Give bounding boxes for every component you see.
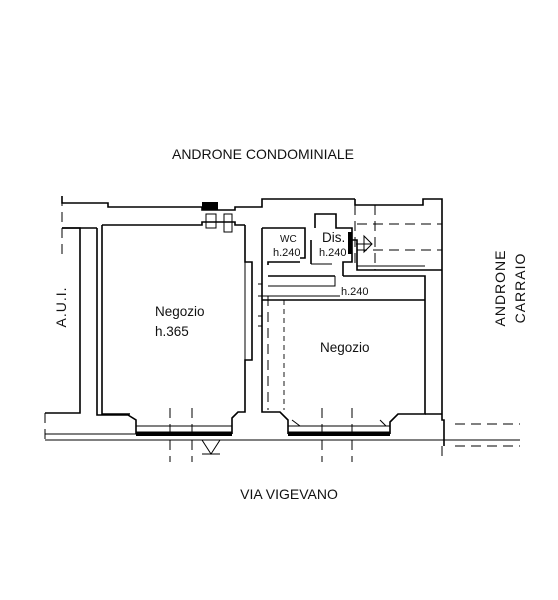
top-label: ANDRONE CONDOMINIALE: [172, 146, 354, 162]
window-right-sill: [288, 432, 390, 436]
right-label-line2: CARRAIO: [512, 253, 528, 324]
window-left-sill: [136, 432, 232, 436]
wc-height: h.240: [273, 247, 301, 259]
wc-name: WC: [280, 234, 297, 245]
column-dis: [348, 232, 352, 254]
column-box-2: [223, 213, 233, 233]
dashed-lines: [44, 196, 520, 462]
window-right: [287, 425, 391, 433]
entry-markers: [201, 234, 373, 455]
shop-left-name: Negozio: [155, 304, 205, 319]
shop-right-name: Negozio: [320, 340, 370, 355]
storefront-windows: [135, 419, 391, 433]
window-left: [135, 425, 233, 433]
left-label: A.U.I.: [53, 286, 69, 327]
dis-height: h.240: [319, 247, 347, 259]
entry-arrow-icon: [201, 439, 221, 455]
column-top-left: [202, 202, 218, 210]
dis-name: Dis.: [322, 230, 345, 245]
structural-columns: [136, 202, 390, 436]
door-marks: [244, 261, 263, 361]
shop-left-height: h.365: [155, 324, 189, 339]
corridor-height: h.240: [341, 286, 369, 298]
column-box: [205, 213, 217, 229]
bottom-label: VIA VIGEVANO: [240, 486, 338, 502]
right-label-line1: ANDRONE: [492, 249, 508, 326]
